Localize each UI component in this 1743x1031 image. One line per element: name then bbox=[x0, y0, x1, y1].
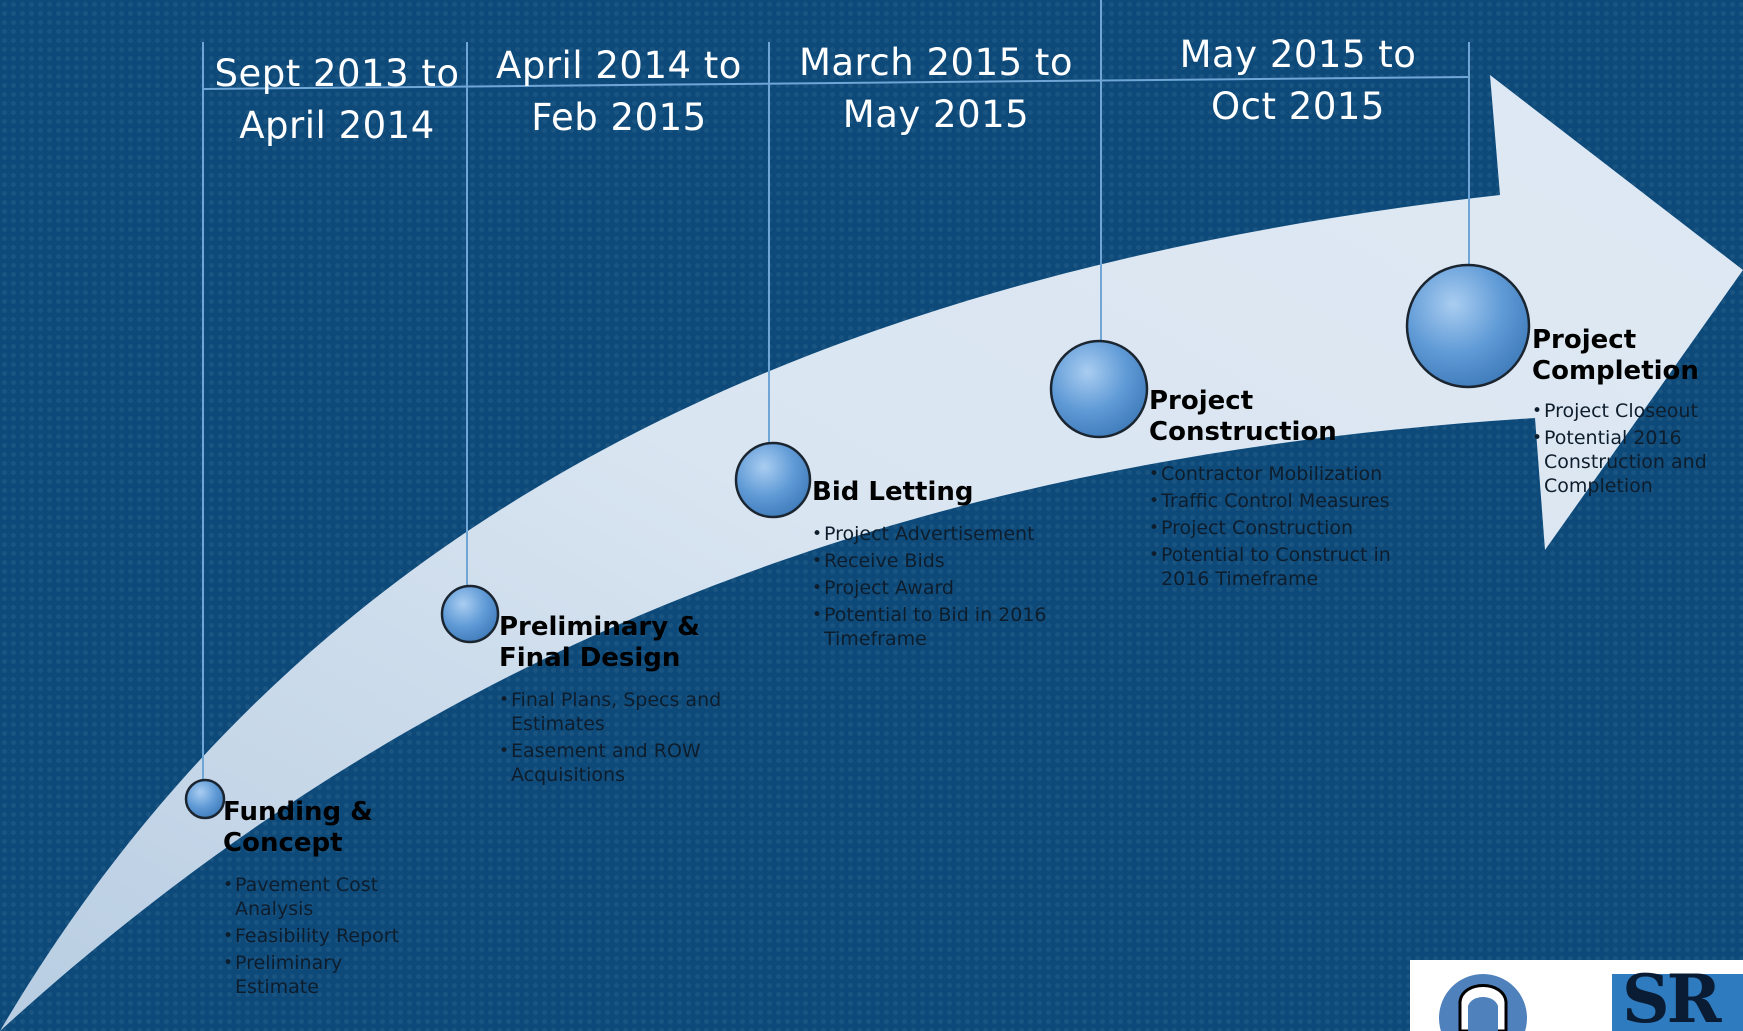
milestone-node-bid bbox=[734, 441, 812, 519]
milestone-node-construction bbox=[1049, 339, 1149, 439]
phase-1-date-line-1: Sept 2013 to bbox=[214, 52, 460, 95]
phase-2-title-line-2: Final Design bbox=[499, 643, 681, 673]
phase-5-title-line-2: Completion bbox=[1532, 356, 1699, 386]
phase-2-date-line-2: Feb 2015 bbox=[531, 96, 707, 139]
phase-1-title: Funding & Concept bbox=[223, 797, 373, 859]
list-item: Potential to Construct in 2016 Timeframe bbox=[1149, 543, 1419, 591]
list-item: Project Closeout bbox=[1532, 399, 1722, 423]
phase-1-date: Sept 2013 to April 2014 bbox=[213, 48, 461, 152]
list-item: Easement and ROW Acquisitions bbox=[499, 739, 744, 787]
phase-4-date: May 2015 to Oct 2015 bbox=[1130, 29, 1466, 133]
list-item: Potential to Bid in 2016 Timeframe bbox=[812, 603, 1077, 651]
phase-3-date-line-2: May 2015 bbox=[842, 93, 1030, 136]
phase-1-title-line-1: Funding & bbox=[223, 797, 373, 827]
phase-5-title: Project Completion bbox=[1532, 325, 1699, 387]
phase-4-title-line-2: Construction bbox=[1149, 417, 1337, 447]
list-item: Project Award bbox=[812, 576, 1077, 600]
phase-3-date-line-1: March 2015 to bbox=[798, 41, 1074, 84]
phase-5-title-line-1: Project bbox=[1532, 325, 1637, 355]
organization-logo-icon bbox=[1439, 974, 1743, 1031]
phase-1-title-line-2: Concept bbox=[223, 828, 343, 858]
list-item: Potential 2016 Construction and Completi… bbox=[1532, 426, 1722, 498]
list-item: Traffic Control Measures bbox=[1149, 489, 1419, 513]
list-item: Feasibility Report bbox=[223, 924, 423, 948]
logo-area: SR bbox=[1410, 960, 1743, 1031]
phase-2-date-line-1: April 2014 to bbox=[496, 44, 742, 87]
phase-4-title-line-1: Project bbox=[1149, 386, 1254, 416]
milestone-node-design bbox=[440, 584, 500, 644]
phase-2-bullets: Final Plans, Specs and Estimates Easemen… bbox=[499, 688, 744, 790]
list-item: Project Construction bbox=[1149, 516, 1419, 540]
list-item: Preliminary Estimate bbox=[223, 951, 423, 999]
phase-3-date: March 2015 to May 2015 bbox=[776, 37, 1096, 141]
timeline-arrow bbox=[0, 75, 1743, 1031]
list-item: Project Advertisement bbox=[812, 522, 1077, 546]
list-item: Contractor Mobilization bbox=[1149, 462, 1419, 486]
date-header-line bbox=[202, 76, 1470, 90]
list-item: Pavement Cost Analysis bbox=[223, 873, 423, 921]
phase-1-bullets: Pavement Cost Analysis Feasibility Repor… bbox=[223, 873, 423, 1002]
milestone-node-completion bbox=[1405, 263, 1531, 389]
phase-3-title-line-1: Bid Letting bbox=[812, 477, 974, 507]
phase-4-date-line-1: May 2015 to bbox=[1179, 33, 1417, 76]
phase-2-date: April 2014 to Feb 2015 bbox=[474, 40, 764, 144]
phase-2-title: Preliminary & Final Design bbox=[499, 612, 700, 674]
phase-4-bullets: Contractor Mobilization Traffic Control … bbox=[1149, 462, 1419, 594]
phase-4-title: Project Construction bbox=[1149, 386, 1337, 448]
phase-4-date-line-2: Oct 2015 bbox=[1211, 85, 1385, 128]
milestone-node-funding bbox=[184, 778, 226, 820]
phase-3-title: Bid Letting bbox=[812, 477, 973, 508]
list-item: Receive Bids bbox=[812, 549, 1077, 573]
list-item: Final Plans, Specs and Estimates bbox=[499, 688, 744, 736]
phase-1-date-line-2: April 2014 bbox=[239, 104, 435, 147]
sr-logo-text: SR bbox=[1622, 960, 1722, 1031]
phase-3-bullets: Project Advertisement Receive Bids Proje… bbox=[812, 522, 1077, 654]
phase-2-title-line-1: Preliminary & bbox=[499, 612, 700, 642]
phase-5-bullets: Project Closeout Potential 2016 Construc… bbox=[1532, 399, 1722, 501]
